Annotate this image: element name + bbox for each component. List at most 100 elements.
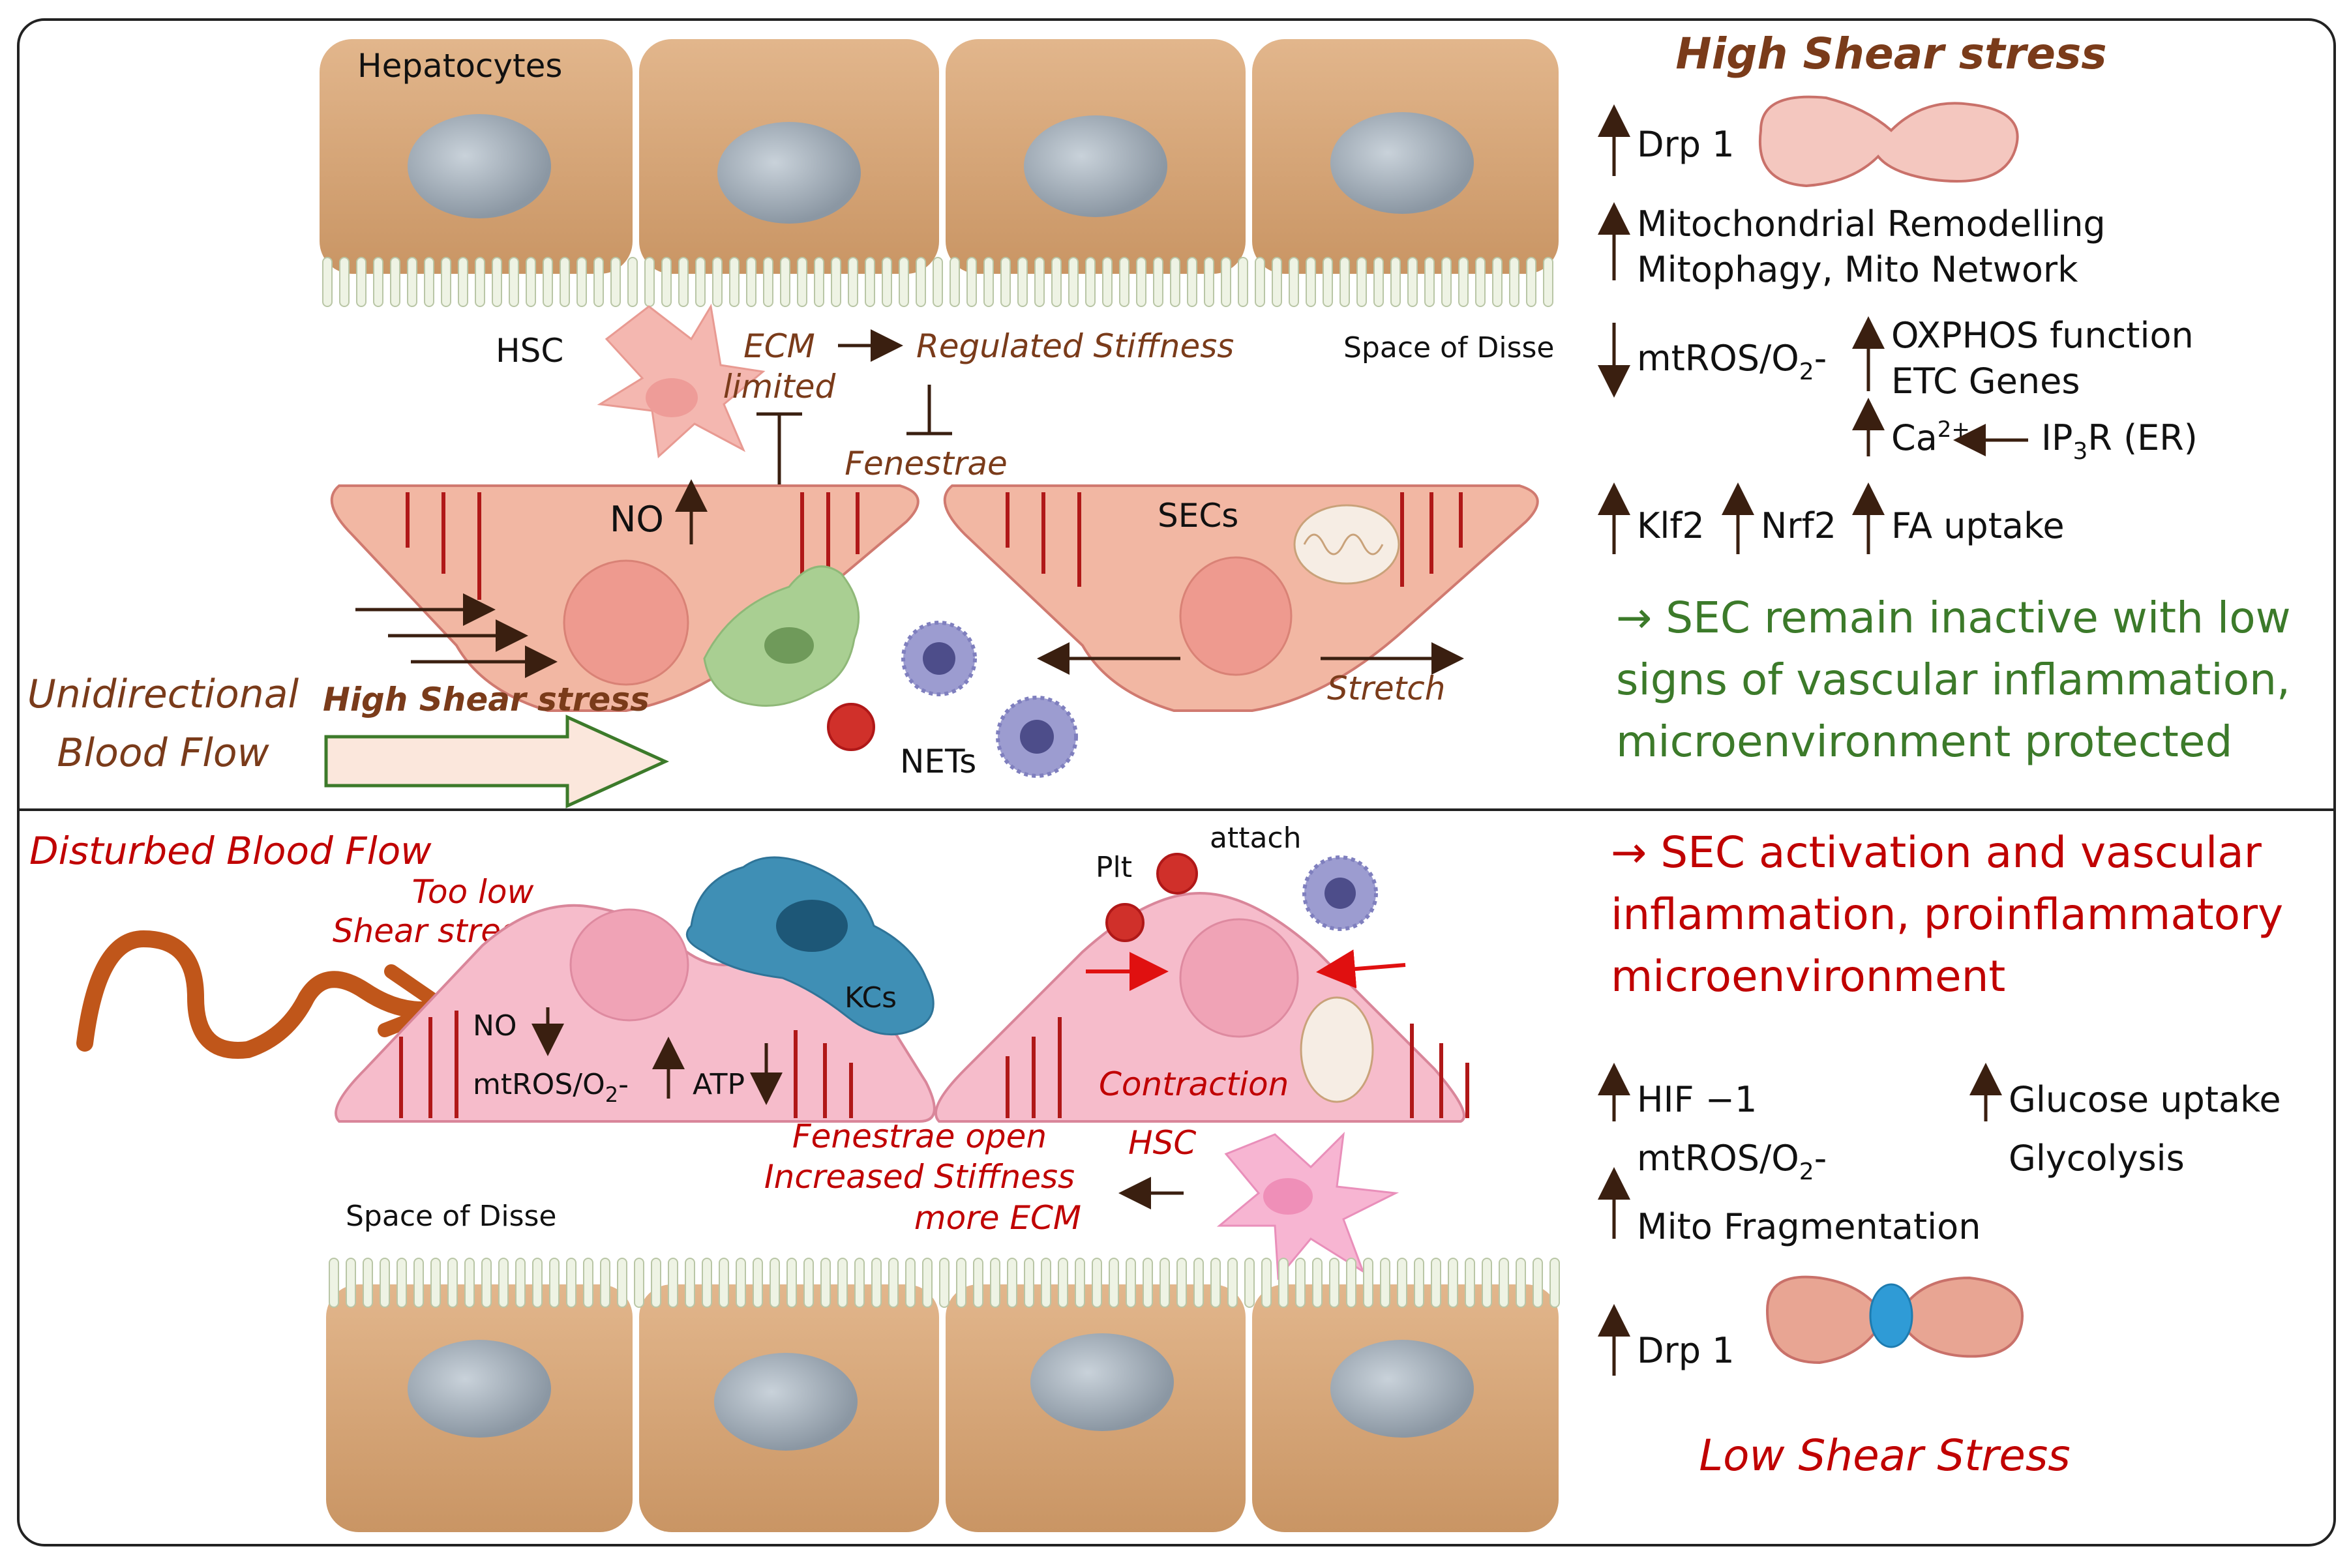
microvillus <box>780 257 790 307</box>
mitochondrion-bottom-icon <box>1300 996 1374 1103</box>
hepatocyte-nucleus <box>408 1340 551 1438</box>
microvillus <box>990 1258 1000 1308</box>
microvillus <box>424 257 434 307</box>
microvillus <box>729 257 740 307</box>
outer-frame <box>17 18 2336 1546</box>
hsc-label: HSC <box>496 332 563 370</box>
microvillus <box>634 1258 644 1308</box>
contraction-label: Contraction <box>1099 1065 1289 1103</box>
microvillus <box>1227 1258 1238 1308</box>
microvilli <box>322 257 1553 307</box>
bottom-hepatocyte-row <box>326 1258 1560 1532</box>
microvillus <box>380 1258 390 1308</box>
microvillus <box>803 1258 814 1308</box>
microvillus <box>1339 257 1350 307</box>
microvillus <box>746 257 756 307</box>
microvillus <box>1160 1258 1170 1308</box>
microvillus <box>1397 1258 1407 1308</box>
microvillus <box>1058 1258 1068 1308</box>
microvillus <box>1458 257 1469 307</box>
fenestrae-open-label: Fenestrae open <box>792 1117 1047 1155</box>
more-ecm-label: more ECM <box>914 1199 1081 1237</box>
microvillus <box>413 1258 424 1308</box>
microvillus <box>1187 257 1197 307</box>
microvillus <box>1278 1258 1289 1308</box>
microvillus <box>1119 257 1130 307</box>
drp1-top-label: Drp 1 <box>1637 124 1735 165</box>
microvillus <box>1329 1258 1339 1308</box>
microvillus <box>458 257 468 307</box>
microvillus <box>871 1258 882 1308</box>
microvillus <box>396 1258 407 1308</box>
blood-flow-label: Blood Flow <box>57 730 269 776</box>
microvillus <box>560 257 570 307</box>
microvillus <box>685 1258 695 1308</box>
microvillus <box>1306 257 1316 307</box>
stretch-label: Stretch <box>1327 670 1445 707</box>
mitochondrion-fused-icon <box>1758 95 2019 188</box>
microvillus <box>1085 257 1096 307</box>
microvillus <box>1380 1258 1390 1308</box>
microvillus <box>1000 257 1011 307</box>
mitophagy-label: Mitophagy, Mito Network <box>1637 249 2078 290</box>
microvillus <box>933 257 943 307</box>
microvillus <box>770 1258 780 1308</box>
microvillus <box>1414 1258 1424 1308</box>
etc-label: ETC Genes <box>1891 361 2080 402</box>
mtros-top-label: mtROS/O2- <box>1637 338 1827 385</box>
blood-flow-arrow <box>324 715 670 808</box>
microvillus <box>753 1258 763 1308</box>
microvillus <box>899 257 909 307</box>
microvillus <box>610 257 621 307</box>
microvillus <box>576 257 587 307</box>
disturbed-flow-label: Disturbed Blood Flow <box>29 829 432 873</box>
unidirectional-label: Unidirectional <box>27 672 299 717</box>
microvillus <box>1431 1258 1441 1308</box>
microvillus <box>583 1258 593 1308</box>
hsc-top-cell <box>597 303 766 459</box>
microvillus <box>939 1258 950 1308</box>
microvillus <box>475 257 485 307</box>
microvillus <box>888 1258 899 1308</box>
outcome-top-line2: signs of vascular inflammation, <box>1616 655 2290 705</box>
no-label-top: NO <box>610 499 664 540</box>
top-hepatocyte-row <box>320 39 1559 307</box>
microvillus <box>1295 1258 1306 1308</box>
hepatocyte-nucleus <box>1024 115 1167 217</box>
microvillus <box>322 257 333 307</box>
microvillus <box>1068 257 1079 307</box>
microvillus <box>339 257 350 307</box>
microvillus <box>600 1258 610 1308</box>
microvillus <box>532 1258 543 1308</box>
microvillus <box>668 1258 678 1308</box>
microvillus <box>1092 1258 1102 1308</box>
microvillus <box>922 1258 933 1308</box>
hepatocyte-nucleus <box>717 122 861 224</box>
outcome-top-line3: microenvironment protected <box>1616 717 2232 767</box>
microvillus <box>763 257 773 307</box>
ecm-limited-label: limited <box>723 368 836 406</box>
mito-remodel-label: Mitochondrial Remodelling <box>1637 203 2106 244</box>
microvillus <box>983 257 994 307</box>
increased-stiffness-label: Increased Stiffness <box>764 1158 1075 1196</box>
microvillus <box>1407 257 1418 307</box>
microvillus <box>1272 257 1282 307</box>
microvillus <box>1193 1258 1204 1308</box>
microvillus <box>1509 257 1519 307</box>
glucose-uptake-label: Glucose uptake <box>2009 1079 2281 1120</box>
outcome-bottom-line2: inflammation, proinflammatory <box>1611 889 2283 939</box>
hepatocyte-nucleus <box>1330 112 1474 214</box>
microvillus <box>515 1258 526 1308</box>
microvillus <box>617 1258 627 1308</box>
nets-cells <box>827 621 1078 778</box>
microvillus <box>1526 257 1536 307</box>
microvillus <box>1244 1258 1255 1308</box>
microvillus <box>814 257 824 307</box>
neutrophil-nucleus <box>1324 878 1356 909</box>
microvillus <box>882 257 892 307</box>
microvillus <box>1176 1258 1187 1308</box>
microvillus <box>1549 1258 1560 1308</box>
too-low-label: Too low <box>412 873 534 911</box>
microvillus <box>916 257 926 307</box>
